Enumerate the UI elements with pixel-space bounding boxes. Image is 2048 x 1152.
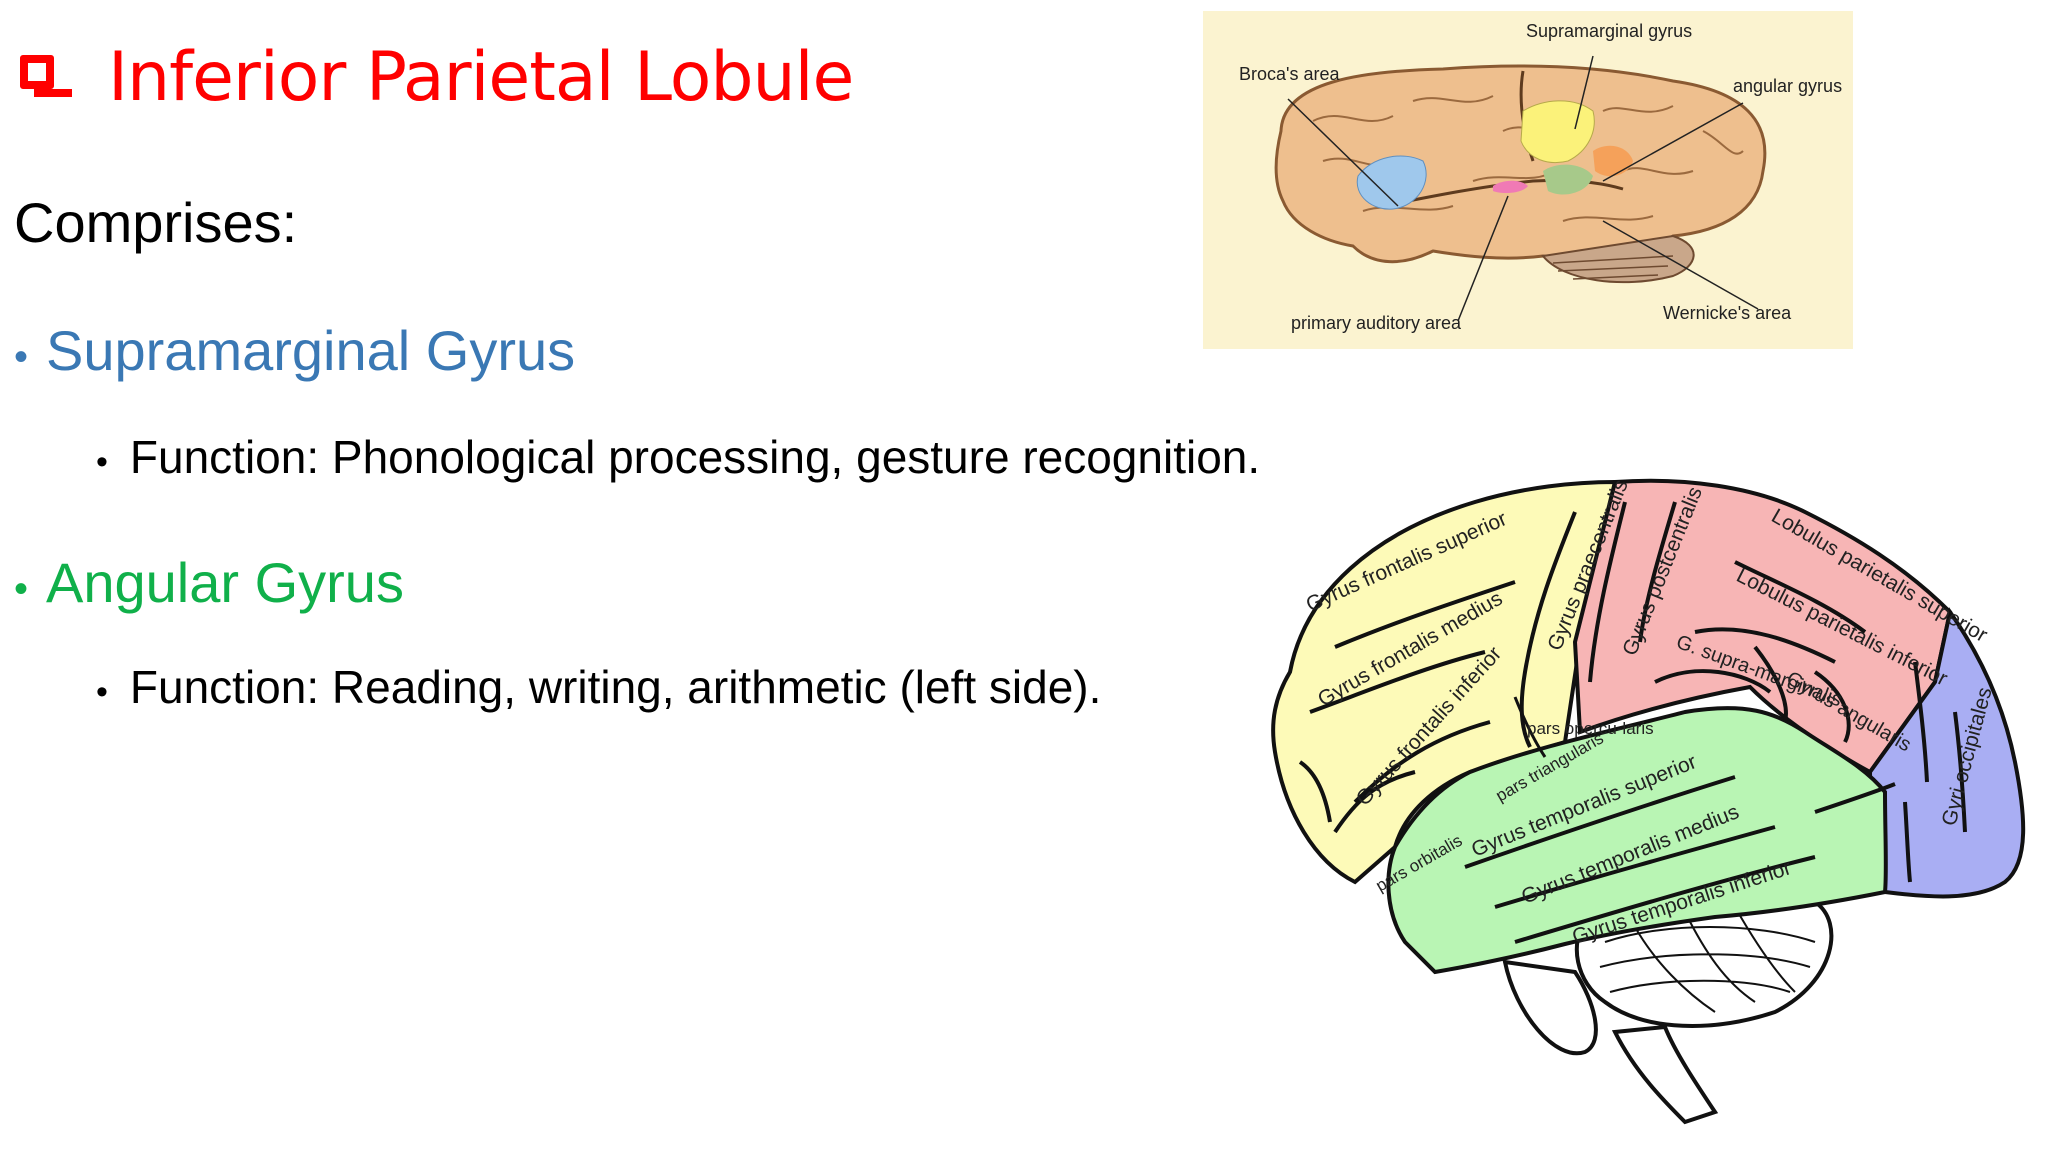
pars-opercularis-label: pars opercu-laris xyxy=(1527,719,1654,738)
bullet-dot-icon: • xyxy=(14,335,29,379)
bullet-supramarginal-function: • Function: Phonological processing, ges… xyxy=(96,430,1260,484)
brain-gyri-diagram: Gyrus frontalis superior Gyrus frontalis… xyxy=(1271,476,2026,1125)
bullet-dot-icon: • xyxy=(96,443,108,481)
comprises-label: Comprises: xyxy=(14,191,298,254)
angular-heading: Angular Gyrus xyxy=(46,551,404,614)
bullet-dot-icon: • xyxy=(14,567,29,611)
bullet-supramarginal: • Supramarginal Gyrus xyxy=(14,318,575,383)
brocas-label: Broca's area xyxy=(1239,64,1340,84)
language-areas-diagram: Supramarginal gyrus Broca's area angular… xyxy=(1203,11,1853,349)
checkbox-bullet-icon xyxy=(20,54,72,97)
bullet-angular-function: • Function: Reading, writing, arithmetic… xyxy=(96,660,1101,714)
wernickes-label: Wernicke's area xyxy=(1663,303,1792,323)
bullet-angular: • Angular Gyrus xyxy=(14,550,404,615)
bullet-dot-icon: • xyxy=(96,673,108,711)
supramarginal-function: Function: Phonological processing, gestu… xyxy=(129,431,1261,483)
angular-label: angular gyrus xyxy=(1733,76,1842,96)
supramarginal-label: Supramarginal gyrus xyxy=(1526,21,1692,41)
supramarginal-heading: Supramarginal Gyrus xyxy=(46,319,576,382)
slide-title: Inferior Parietal Lobule xyxy=(108,38,854,117)
primary-auditory-label: primary auditory area xyxy=(1291,313,1462,333)
title-row: Inferior Parietal Lobule xyxy=(20,38,854,117)
angular-function: Function: Reading, writing, arithmetic (… xyxy=(129,661,1102,713)
